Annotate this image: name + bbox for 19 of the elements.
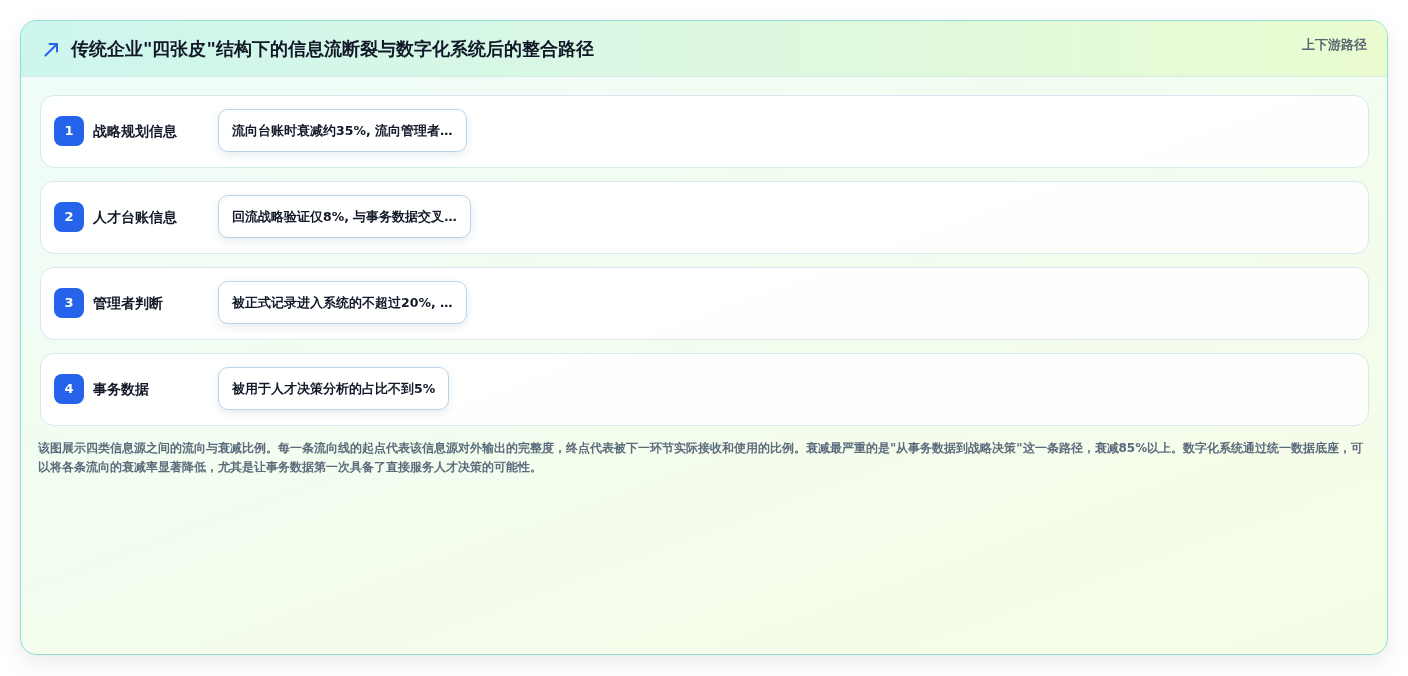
row-card (40, 181, 1369, 254)
info-pill: 回流战略验证仅8%, 与事务数据交叉… (218, 195, 471, 238)
info-pill: 流向台账时衰减约35%, 流向管理者… (218, 109, 467, 152)
number-badge: 4 (54, 374, 84, 404)
row-title: 管理者判断 (93, 294, 163, 312)
number-badge: 1 (54, 116, 84, 146)
row-title: 战略规划信息 (93, 122, 177, 140)
number-badge: 3 (54, 288, 84, 318)
row-title: 事务数据 (93, 380, 149, 398)
info-pill: 被用于人才决策分析的占比不到5% (218, 367, 450, 410)
row-title: 人才台账信息 (93, 208, 177, 226)
info-pill: 被正式记录进入系统的不超过20%, … (218, 281, 467, 324)
row-card (40, 95, 1369, 168)
row-card (40, 353, 1369, 426)
caption-text: 该图展示四类信息源之间的流向与衰减比例。每一条流向线的起点代表该信息源对外输出的完整度，终点代表被下一环节实际接收和使用的比例。衰减最严重的是"从事务数据到战略决策"这一条路径，衰减85%以上。数字化系统通过统一数据底座，可以将各条流向的衰减率显著降低，尤其是让事务数据第一次具备了直接服务人才决策的可能性。 (38, 440, 1365, 476)
diagram-title: 传统企业"四张皮"结构下的信息流断裂与数字化系统后的整合路径 (71, 37, 594, 61)
header-note: 上下游路径 (1302, 37, 1367, 53)
row-card (40, 267, 1369, 340)
number-badge: 2 (54, 202, 84, 232)
